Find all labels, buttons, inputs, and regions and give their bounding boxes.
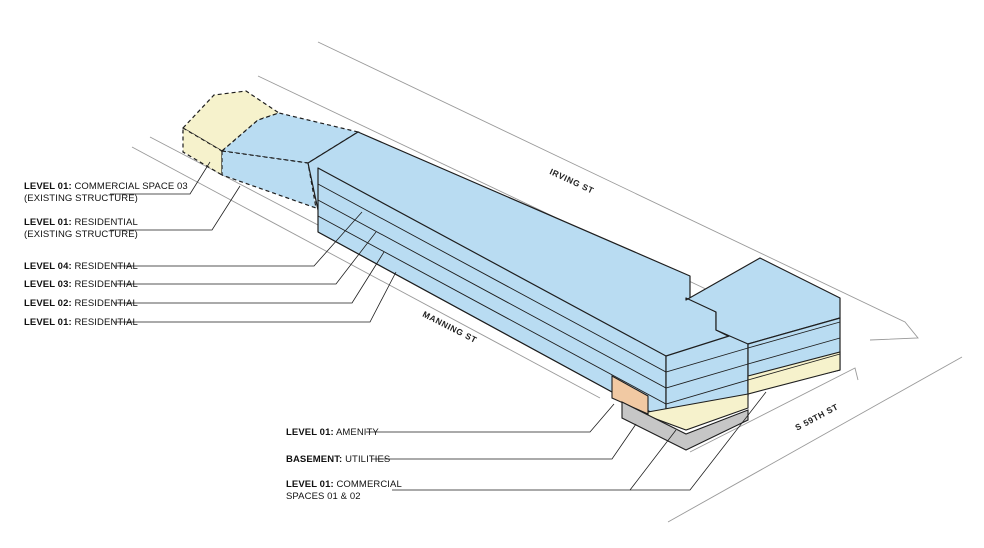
label-level: LEVEL 01: xyxy=(286,479,334,490)
label-use: COMMERCIAL SPACE 03 xyxy=(74,181,188,192)
label-use: RESIDENTIAL xyxy=(74,298,138,309)
label-basement: BASEMENT: UTILITIES xyxy=(286,454,390,466)
irving-st-edge-north xyxy=(317,41,919,341)
leader-level-04 xyxy=(114,211,363,267)
floor-line-level-01 xyxy=(317,231,613,393)
label-level: LEVEL 01: xyxy=(24,217,72,228)
label-use: AMENITY xyxy=(335,427,379,438)
floor-line-level-02 xyxy=(317,215,841,405)
label-level: LEVEL 03: xyxy=(24,279,72,290)
label-level: BASEMENT: xyxy=(286,454,343,465)
label-level: LEVEL 01: xyxy=(24,181,72,192)
existing-residential-front xyxy=(221,150,317,209)
leader-level-03 xyxy=(114,231,377,285)
leader-lines xyxy=(110,161,767,491)
label-use: RESIDENTIAL xyxy=(74,279,138,290)
ground-level-uses xyxy=(611,351,841,451)
leader-commercial-03 xyxy=(110,161,211,195)
label-use: RESIDENTIAL xyxy=(74,317,138,328)
label-level: LEVEL 02: xyxy=(24,298,72,309)
label-commercial-spaces-01-02: LEVEL 01: COMMERCIAL SPACES 01 & 02 xyxy=(286,479,402,503)
label-note: (EXISTING STRUCTURE) xyxy=(24,193,138,204)
label-level-04: LEVEL 04: RESIDENTIAL xyxy=(24,261,138,273)
label-commercial-space-03: LEVEL 01: COMMERCIAL SPACE 03 (EXISTING … xyxy=(24,181,188,205)
leader-residential-existing xyxy=(110,185,241,231)
label-residential-existing: LEVEL 01: RESIDENTIAL (EXISTING STRUCTUR… xyxy=(24,217,138,241)
floor-line-level-04 xyxy=(317,183,841,373)
label-use: COMMERCIAL xyxy=(336,479,402,490)
leader-level-02 xyxy=(114,251,385,304)
label-use: RESIDENTIAL xyxy=(74,261,138,272)
label-level-01: LEVEL 01: RESIDENTIAL xyxy=(24,317,138,329)
s59th-st-edge-north xyxy=(689,367,859,453)
existing-commercial-03-top xyxy=(182,90,281,152)
floor-lines xyxy=(317,183,841,405)
basement-utilities xyxy=(621,401,749,451)
manning-st-edge-south-2 xyxy=(131,146,601,399)
amenity-space xyxy=(611,375,649,415)
label-note: SPACES 01 & 02 xyxy=(286,491,361,502)
leader-commercial-01-02-a xyxy=(392,429,677,491)
commercial-space-01 xyxy=(747,351,841,395)
label-use: RESIDENTIAL xyxy=(74,217,138,228)
leader-basement xyxy=(372,423,637,460)
leader-level-01 xyxy=(114,271,397,323)
label-amenity: LEVEL 01: AMENITY xyxy=(286,427,379,439)
label-level: LEVEL 01: xyxy=(24,317,72,328)
label-level-03: LEVEL 03: RESIDENTIAL xyxy=(24,279,138,291)
leader-commercial-01-02-b xyxy=(630,391,767,491)
floor-line-level-03 xyxy=(317,199,841,389)
s59th-st-edge-south xyxy=(667,356,963,523)
label-note: (EXISTING STRUCTURE) xyxy=(24,229,138,240)
leader-amenity xyxy=(366,403,615,433)
label-level: LEVEL 04: xyxy=(24,261,72,272)
existing-commercial-03-front xyxy=(182,126,223,177)
existing-structure xyxy=(182,90,360,209)
label-level-02: LEVEL 02: RESIDENTIAL xyxy=(24,298,138,310)
label-use: UTILITIES xyxy=(345,454,391,465)
label-level: LEVEL 01: xyxy=(286,427,334,438)
